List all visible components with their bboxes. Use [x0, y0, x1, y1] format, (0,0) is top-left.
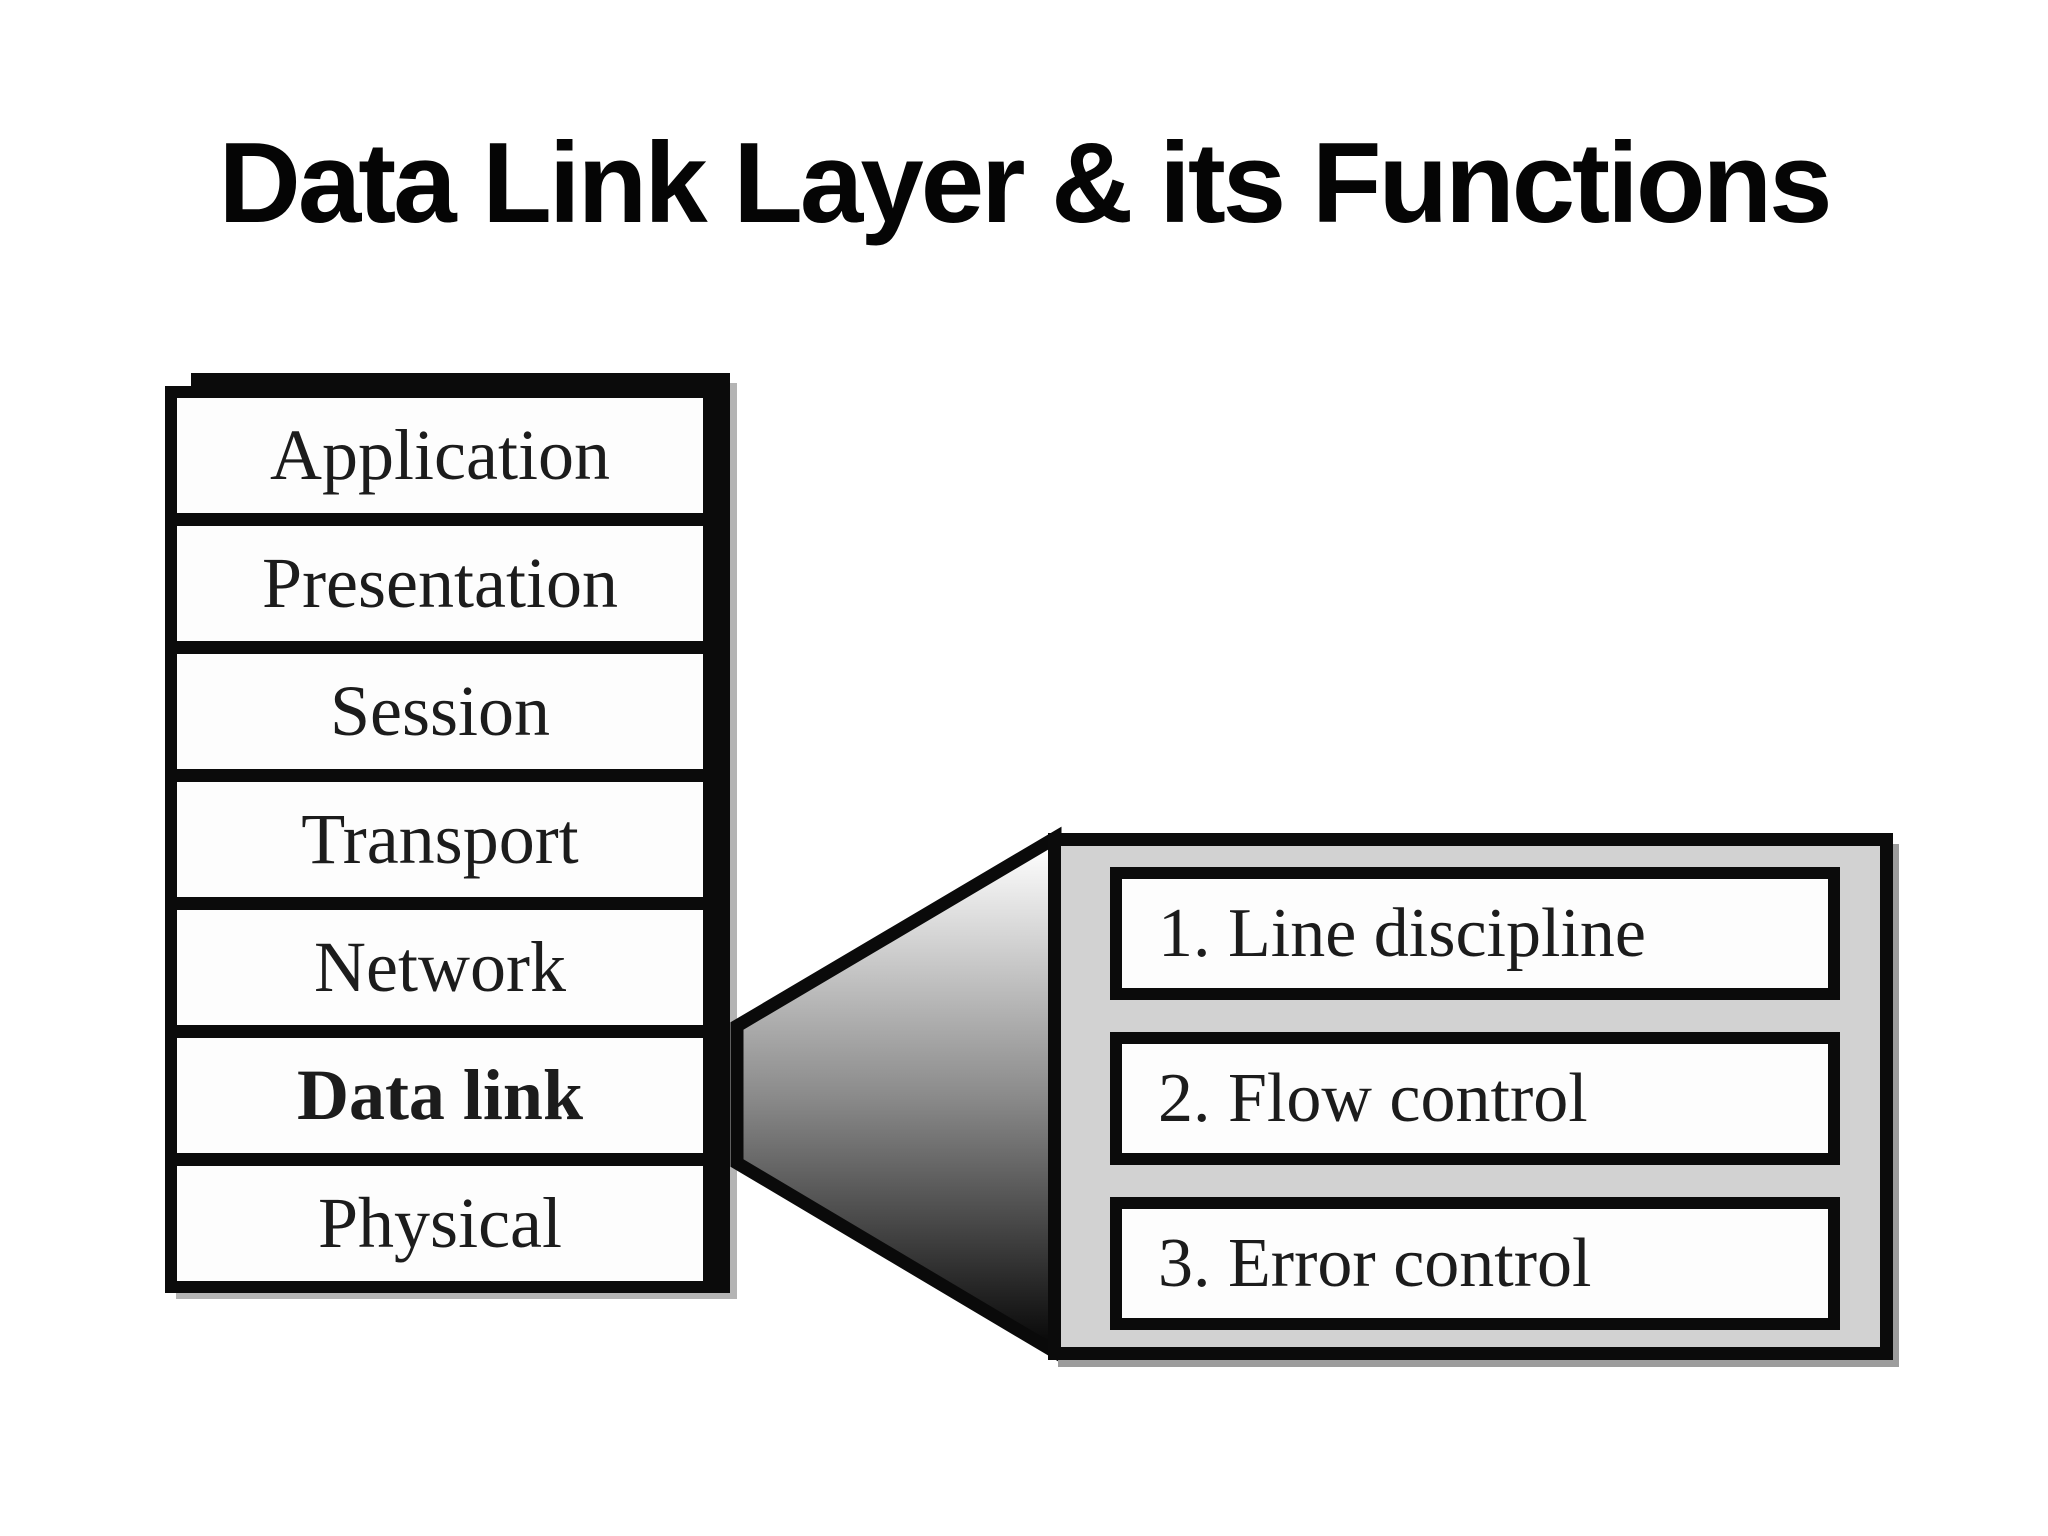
- layer-cell-data-link: Data link: [177, 1038, 703, 1153]
- page-title: Data Link Layer & its Functions: [218, 120, 1833, 247]
- function-box-flow-control: 2. Flow control: [1110, 1032, 1840, 1165]
- functions-panel: 1. Line discipline 2. Flow control 3. Er…: [1048, 833, 1893, 1360]
- layer-cell-network: Network: [177, 910, 703, 1025]
- funnel-connector-icon: [730, 826, 1062, 1364]
- layer-cell-physical: Physical: [177, 1166, 703, 1281]
- stack-corner-notch: [165, 373, 191, 386]
- layer-cell-presentation: Presentation: [177, 526, 703, 641]
- layer-cell-transport: Transport: [177, 782, 703, 897]
- function-box-line-discipline: 1. Line discipline: [1110, 867, 1840, 1000]
- layer-cell-session: Session: [177, 654, 703, 769]
- osi-layer-stack: Application Presentation Session Transpo…: [165, 373, 730, 1293]
- function-box-error-control: 3. Error control: [1110, 1197, 1840, 1330]
- layer-cell-application: Application: [177, 398, 703, 513]
